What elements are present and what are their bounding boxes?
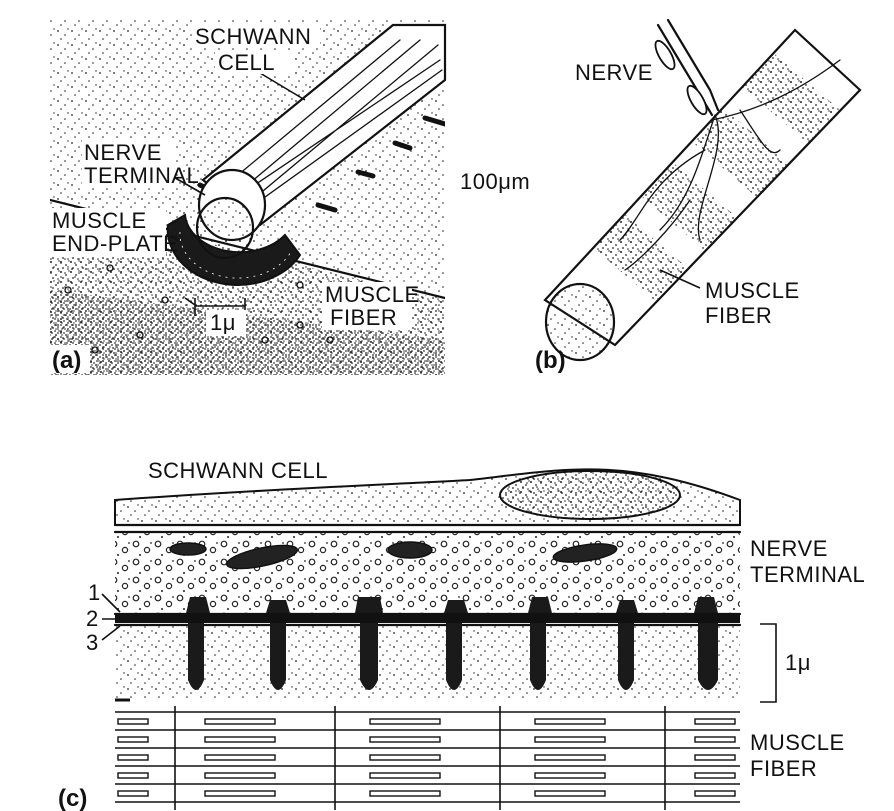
- label-muscle-fiber-a-line1: MUSCLE: [325, 282, 420, 307]
- label-nerve-terminal-c-line2: TERMINAL: [750, 562, 865, 587]
- label-muscle-end-plate-line2: END-PLATE: [52, 231, 178, 256]
- panel-a-label: (a): [52, 347, 81, 374]
- panel-c-myofibrils: [115, 706, 740, 810]
- label-schwann-cell-c: SCHWANN CELL: [148, 458, 328, 483]
- label-nerve-b: NERVE: [575, 60, 653, 85]
- panel-c-label: (c): [58, 785, 87, 811]
- panel-a: SCHWANN CELL NERVE TERMINAL MUSCLE END-P…: [48, 20, 560, 375]
- label-scale-1u-c: 1μ: [785, 650, 811, 675]
- label-schwann-cell-a-line2: CELL: [218, 50, 275, 75]
- label-layer-2: 2: [86, 606, 99, 631]
- label-muscle-fiber-b-line2: FIBER: [705, 303, 772, 328]
- label-muscle-fiber-c-line1: MUSCLE: [750, 730, 845, 755]
- label-scale-1u-a: 1μ: [210, 310, 236, 335]
- panel-c-schwann-nucleus: [500, 471, 680, 519]
- label-muscle-fiber-b-line1: MUSCLE: [705, 278, 800, 303]
- label-muscle-end-plate-line1: MUSCLE: [52, 208, 147, 233]
- label-nerve-terminal-c-line1: NERVE: [750, 536, 828, 561]
- label-nerve-terminal-a-line2: TERMINAL: [84, 163, 199, 188]
- panel-b-label: (b): [535, 347, 566, 374]
- panel-a-nerve-terminal-end: [197, 198, 253, 258]
- label-schwann-cell-a-line1: SCHWANN: [195, 24, 311, 49]
- label-layer-3: 3: [86, 630, 99, 655]
- panel-b: NERVE MUSCLE FIBER (b): [535, 20, 860, 374]
- label-layer-1: 1: [88, 580, 101, 605]
- label-scale-100um: 100μm: [460, 169, 530, 194]
- label-muscle-fiber-a-line2: FIBER: [330, 305, 397, 330]
- panel-c-cleft: [115, 615, 740, 623]
- panel-c-postsynaptic: [115, 626, 740, 700]
- label-muscle-fiber-c-line2: FIBER: [750, 756, 817, 781]
- label-nerve-terminal-a-line1: NERVE: [84, 140, 162, 165]
- panel-c: SCHWANN CELL NERVE TERMINAL 1 2 3 1μ MUS…: [58, 458, 865, 811]
